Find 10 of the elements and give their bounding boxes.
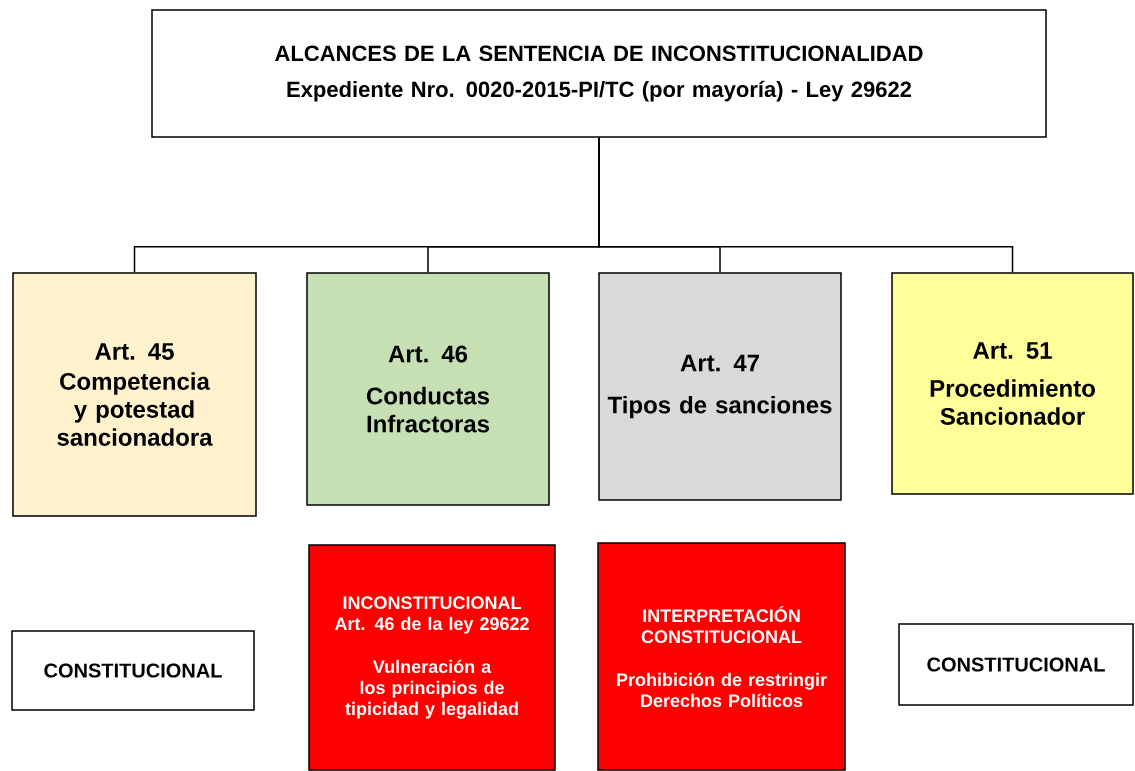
verdict-box: INTERPRETACIÓN CONSTITUCIONAL Prohibición de restringir Derechos Políticos [597,542,846,771]
article-box: Art. 45 Competencia y potestad sancionadora [12,272,257,517]
connector-line [598,137,1014,273]
article-box: Art. 51 Procedimiento Sancionador [891,272,1134,495]
title-box: ALCANCES DE LA SENTENCIA DE INCONSTITUCIONALIDAD Expediente Nro. 0020-2015-PI/TC (por mayoría) - Ley 29622 [151,9,1047,138]
verdict-box: CONSTITUCIONAL [11,630,255,711]
article-box: Art. 46 Conductas Infractoras [306,272,550,506]
verdict-box: INCONSTITUCIONAL Art. 46 de la ley 29622 Vulneración a los principios de tipicidad y legalidad [308,544,556,771]
article-box: Art. 47 Tipos de sanciones [598,272,842,501]
verdict-box: CONSTITUCIONAL [898,623,1134,706]
